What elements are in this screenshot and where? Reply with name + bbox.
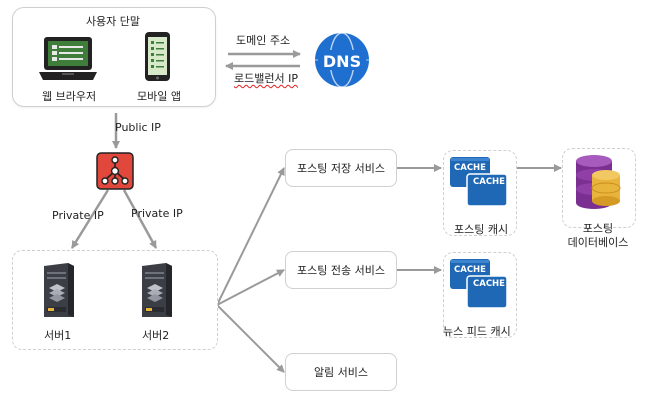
private-ip-right-label: Private IP	[131, 207, 183, 220]
server1-icon	[44, 263, 74, 317]
load-balancer-icon	[96, 152, 134, 190]
arrow-to-notification	[216, 304, 285, 373]
server1-label: 서버1	[44, 329, 72, 342]
feed-cache-label: 뉴스 피드 캐시	[443, 325, 511, 338]
post-transfer-service: 포스팅 전송 서비스	[285, 251, 397, 289]
arrow-to-post-transfer	[216, 269, 285, 306]
feed-cache-word-2: CACHE	[473, 279, 505, 289]
notification-service: 알림 서비스	[285, 353, 397, 391]
dns-text: DNS	[323, 52, 361, 71]
post-transfer-service-label: 포스팅 전송 서비스	[297, 264, 385, 277]
public-ip-label: Public IP	[115, 121, 161, 134]
arrow-to-server2	[122, 189, 158, 249]
notification-service-label: 알림 서비스	[313, 366, 369, 379]
server2-label: 서버2	[142, 329, 170, 342]
mobile-app-label: 모바일 앱	[137, 90, 181, 103]
post-storage-service: 포스팅 저장 서비스	[285, 149, 397, 187]
post-storage-service-label: 포스팅 저장 서비스	[297, 162, 385, 175]
domain-address-label: 도메인 주소	[236, 34, 291, 47]
client-title: 사용자 단말	[85, 15, 141, 28]
database-icon	[576, 155, 621, 209]
database-label-line1: 포스팅	[582, 222, 614, 235]
post-cache-icon: CACHE CACHE	[450, 157, 508, 207]
server2-icon	[142, 263, 172, 317]
post-cache-word-2: CACHE	[473, 177, 505, 187]
web-browser-label: 웹 브라우저	[42, 90, 97, 103]
mobile-icon	[145, 32, 170, 81]
laptop-icon	[39, 37, 97, 80]
post-cache-label: 포스팅 캐시	[454, 223, 509, 236]
dns-icon: DNS	[315, 32, 369, 88]
feed-cache-icon: CACHE CACHE	[450, 259, 508, 309]
post-cache-word-1: CACHE	[454, 163, 486, 173]
feed-cache-word-1: CACHE	[454, 265, 486, 275]
private-ip-left-label: Private IP	[52, 209, 104, 222]
arrow-to-server1	[70, 189, 110, 249]
lb-ip-label: 로드밸런서 IP	[234, 72, 298, 85]
arrow-to-post-storage	[216, 167, 285, 306]
database-label-line2: 데이터베이스	[567, 236, 629, 249]
